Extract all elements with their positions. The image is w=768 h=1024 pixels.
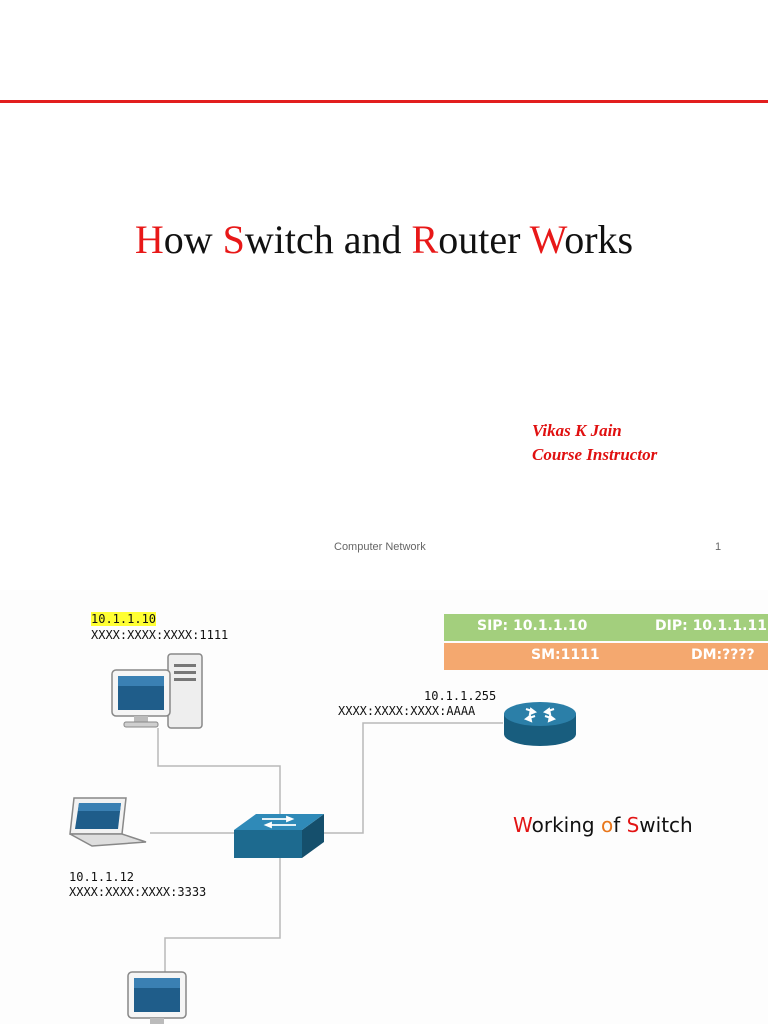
footer-title: Computer Network [334,541,426,553]
link-switch-router [322,722,503,834]
desktop-monitor-icon [127,971,187,1024]
title-letter: S [222,217,245,262]
title-letter: R [411,217,439,262]
caption-fragment: orking [531,813,601,837]
destination-ip: DIP: 10.1.1.11 [655,618,767,634]
title-fragment: ow [163,217,223,262]
destination-mac: DM:???? [691,647,755,663]
page-number: 1 [715,541,722,553]
title-fragment: witch and [244,217,412,262]
author-role: Course Instructor [532,445,658,464]
source-mac: SM:1111 [531,647,600,663]
caption-fragment: f [613,813,627,837]
frame-ip-row: SIP: 10.1.1.10 DIP: 10.1.1.11 [444,614,768,641]
title-letter: H [134,217,164,262]
caption-letter-o: o [600,813,614,837]
title-fragment: orks [564,217,634,262]
caption-letter-s: S [626,813,640,837]
title-slide: How Switch and Router Works Vikas K Jain… [0,100,768,553]
caption-letter-w: W [513,813,532,837]
laptop-icon [69,797,147,847]
link-pc1-switch [157,728,281,816]
caption-fragment: witch [639,813,693,837]
title-fragment: outer [438,217,530,262]
laptop-mac-label: XXXX:XXXX:XXXX:3333 [69,885,207,899]
router-icon [504,702,576,746]
slide-caption: Working of Switch [513,813,693,837]
top-red-rule [0,100,768,103]
network-links [150,722,503,980]
source-ip: SIP: 10.1.1.10 [477,618,588,634]
author-name: Vikas K Jain [532,421,622,440]
title-letter: W [529,217,565,262]
frame-mac-row: SM:1111 DM:???? [444,643,768,670]
pc1-ip-label: 10.1.1.10 [91,612,157,626]
desktop-computer-icon [111,653,203,729]
pc1-mac-label: XXXX:XXXX:XXXX:1111 [91,628,229,642]
link-switch-pc3 [164,858,281,980]
switch-icon [234,814,324,858]
router-ip-label: 10.1.1.255 [424,689,497,703]
pc1-ip-highlight: 10.1.1.10 [91,612,157,626]
router-mac-label: XXXX:XXXX:XXXX:AAAA [338,704,476,718]
laptop-ip-label: 10.1.1.12 [69,870,135,884]
switch-diagram-slide: 10.1.1.10 XXXX:XXXX:XXXX:1111 SIP: 10.1.… [0,590,768,1024]
slide-title: How Switch and Router Works [0,216,768,263]
